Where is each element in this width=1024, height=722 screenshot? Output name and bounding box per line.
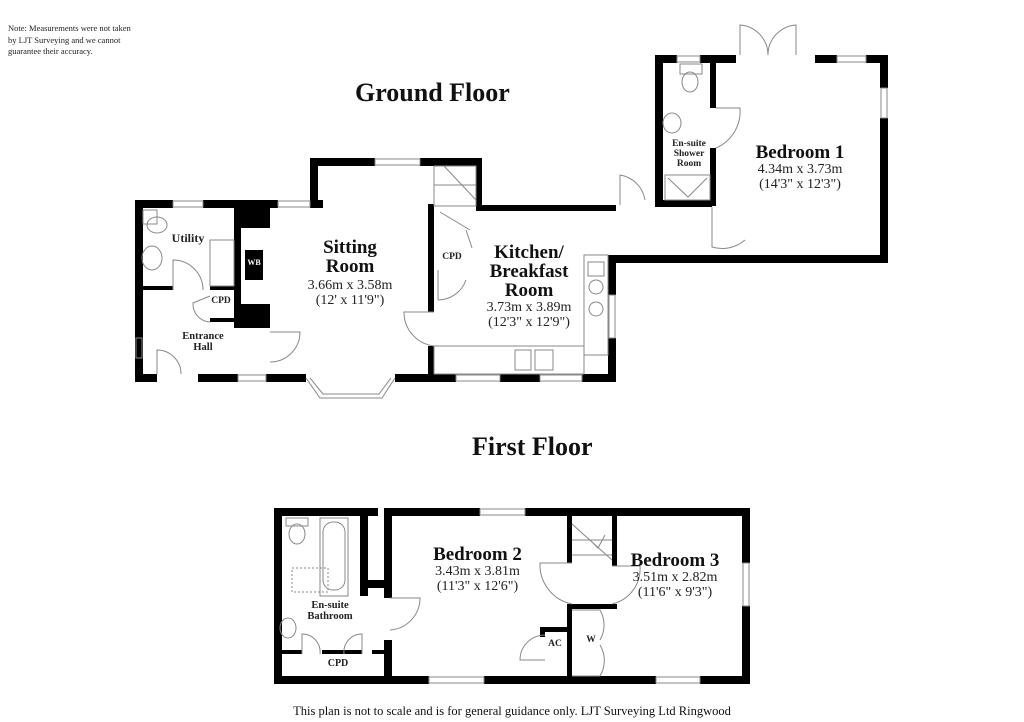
ground-floor-fixtures	[135, 24, 888, 399]
room-metric: 3.51m x 2.82m	[632, 570, 718, 585]
room-ensuite-shower: En-suite Shower Room	[672, 139, 706, 169]
room-name: Bedroom 1	[755, 142, 845, 163]
room-imperial: (14'3" x 12'3")	[759, 176, 841, 192]
room-bedroom-3: Bedroom 3 3.51m x 2.82m (11'6" x 9'3")	[610, 551, 740, 600]
room-entrance-hall: Entrance Hall	[182, 331, 224, 354]
wood-burner	[245, 250, 263, 280]
room-name: Bedroom 2	[433, 544, 522, 565]
room-kitchen: Kitchen/ Breakfast Room 3.73m x 3.89m (1…	[455, 243, 603, 330]
wood-burner-label: WB	[247, 258, 261, 267]
first-floor-title: First Floor	[472, 432, 593, 461]
room-utility: Utility	[171, 231, 205, 245]
room-metric: 3.43m x 3.81m	[435, 564, 520, 579]
first-floor-fixtures	[279, 508, 750, 684]
airing-cupboard: AC	[548, 639, 562, 649]
room-imperial: (12'3" x 12'9")	[488, 314, 570, 330]
cupboard-first-floor: CPD	[327, 658, 349, 669]
first-floor-walls	[274, 508, 750, 684]
room-name: Bedroom 3	[630, 550, 720, 571]
measurement-disclaimer: Note: Measurements were not taken by LJT…	[8, 23, 131, 56]
room-sitting-room: Sitting Room 3.66m x 3.58m (12' x 11'9")	[280, 238, 420, 308]
room-imperial: (11'6" x 9'3")	[637, 584, 713, 600]
room-metric: 3.73m x 3.89m	[486, 300, 572, 315]
room-name: Sitting Room	[323, 237, 377, 277]
ground-floor-title: Ground Floor	[355, 78, 510, 107]
room-metric: 4.34m x 3.73m	[757, 162, 843, 177]
ground-floor-walls	[135, 55, 888, 382]
room-metric: 3.66m x 3.58m	[307, 278, 393, 293]
cupboard-hall: CPD	[211, 296, 231, 306]
plan-disclaimer-footer: This plan is not to scale and is for gen…	[293, 704, 731, 718]
wardrobe: W	[586, 635, 596, 645]
room-bedroom-2: Bedroom 2 3.43m x 3.81m (11'3" x 12'6")	[405, 545, 550, 594]
room-imperial: (12' x 11'9")	[315, 292, 385, 308]
room-name: Kitchen/ Breakfast Room	[489, 242, 569, 301]
room-imperial: (11'3" x 12'6")	[436, 578, 519, 594]
room-bedroom-1: Bedroom 1 4.34m x 3.73m (14'3" x 12'3")	[730, 143, 870, 192]
cupboard-kitchen: CPD	[442, 252, 462, 262]
room-ensuite-bathroom: En-suite Bathroom	[307, 600, 353, 623]
